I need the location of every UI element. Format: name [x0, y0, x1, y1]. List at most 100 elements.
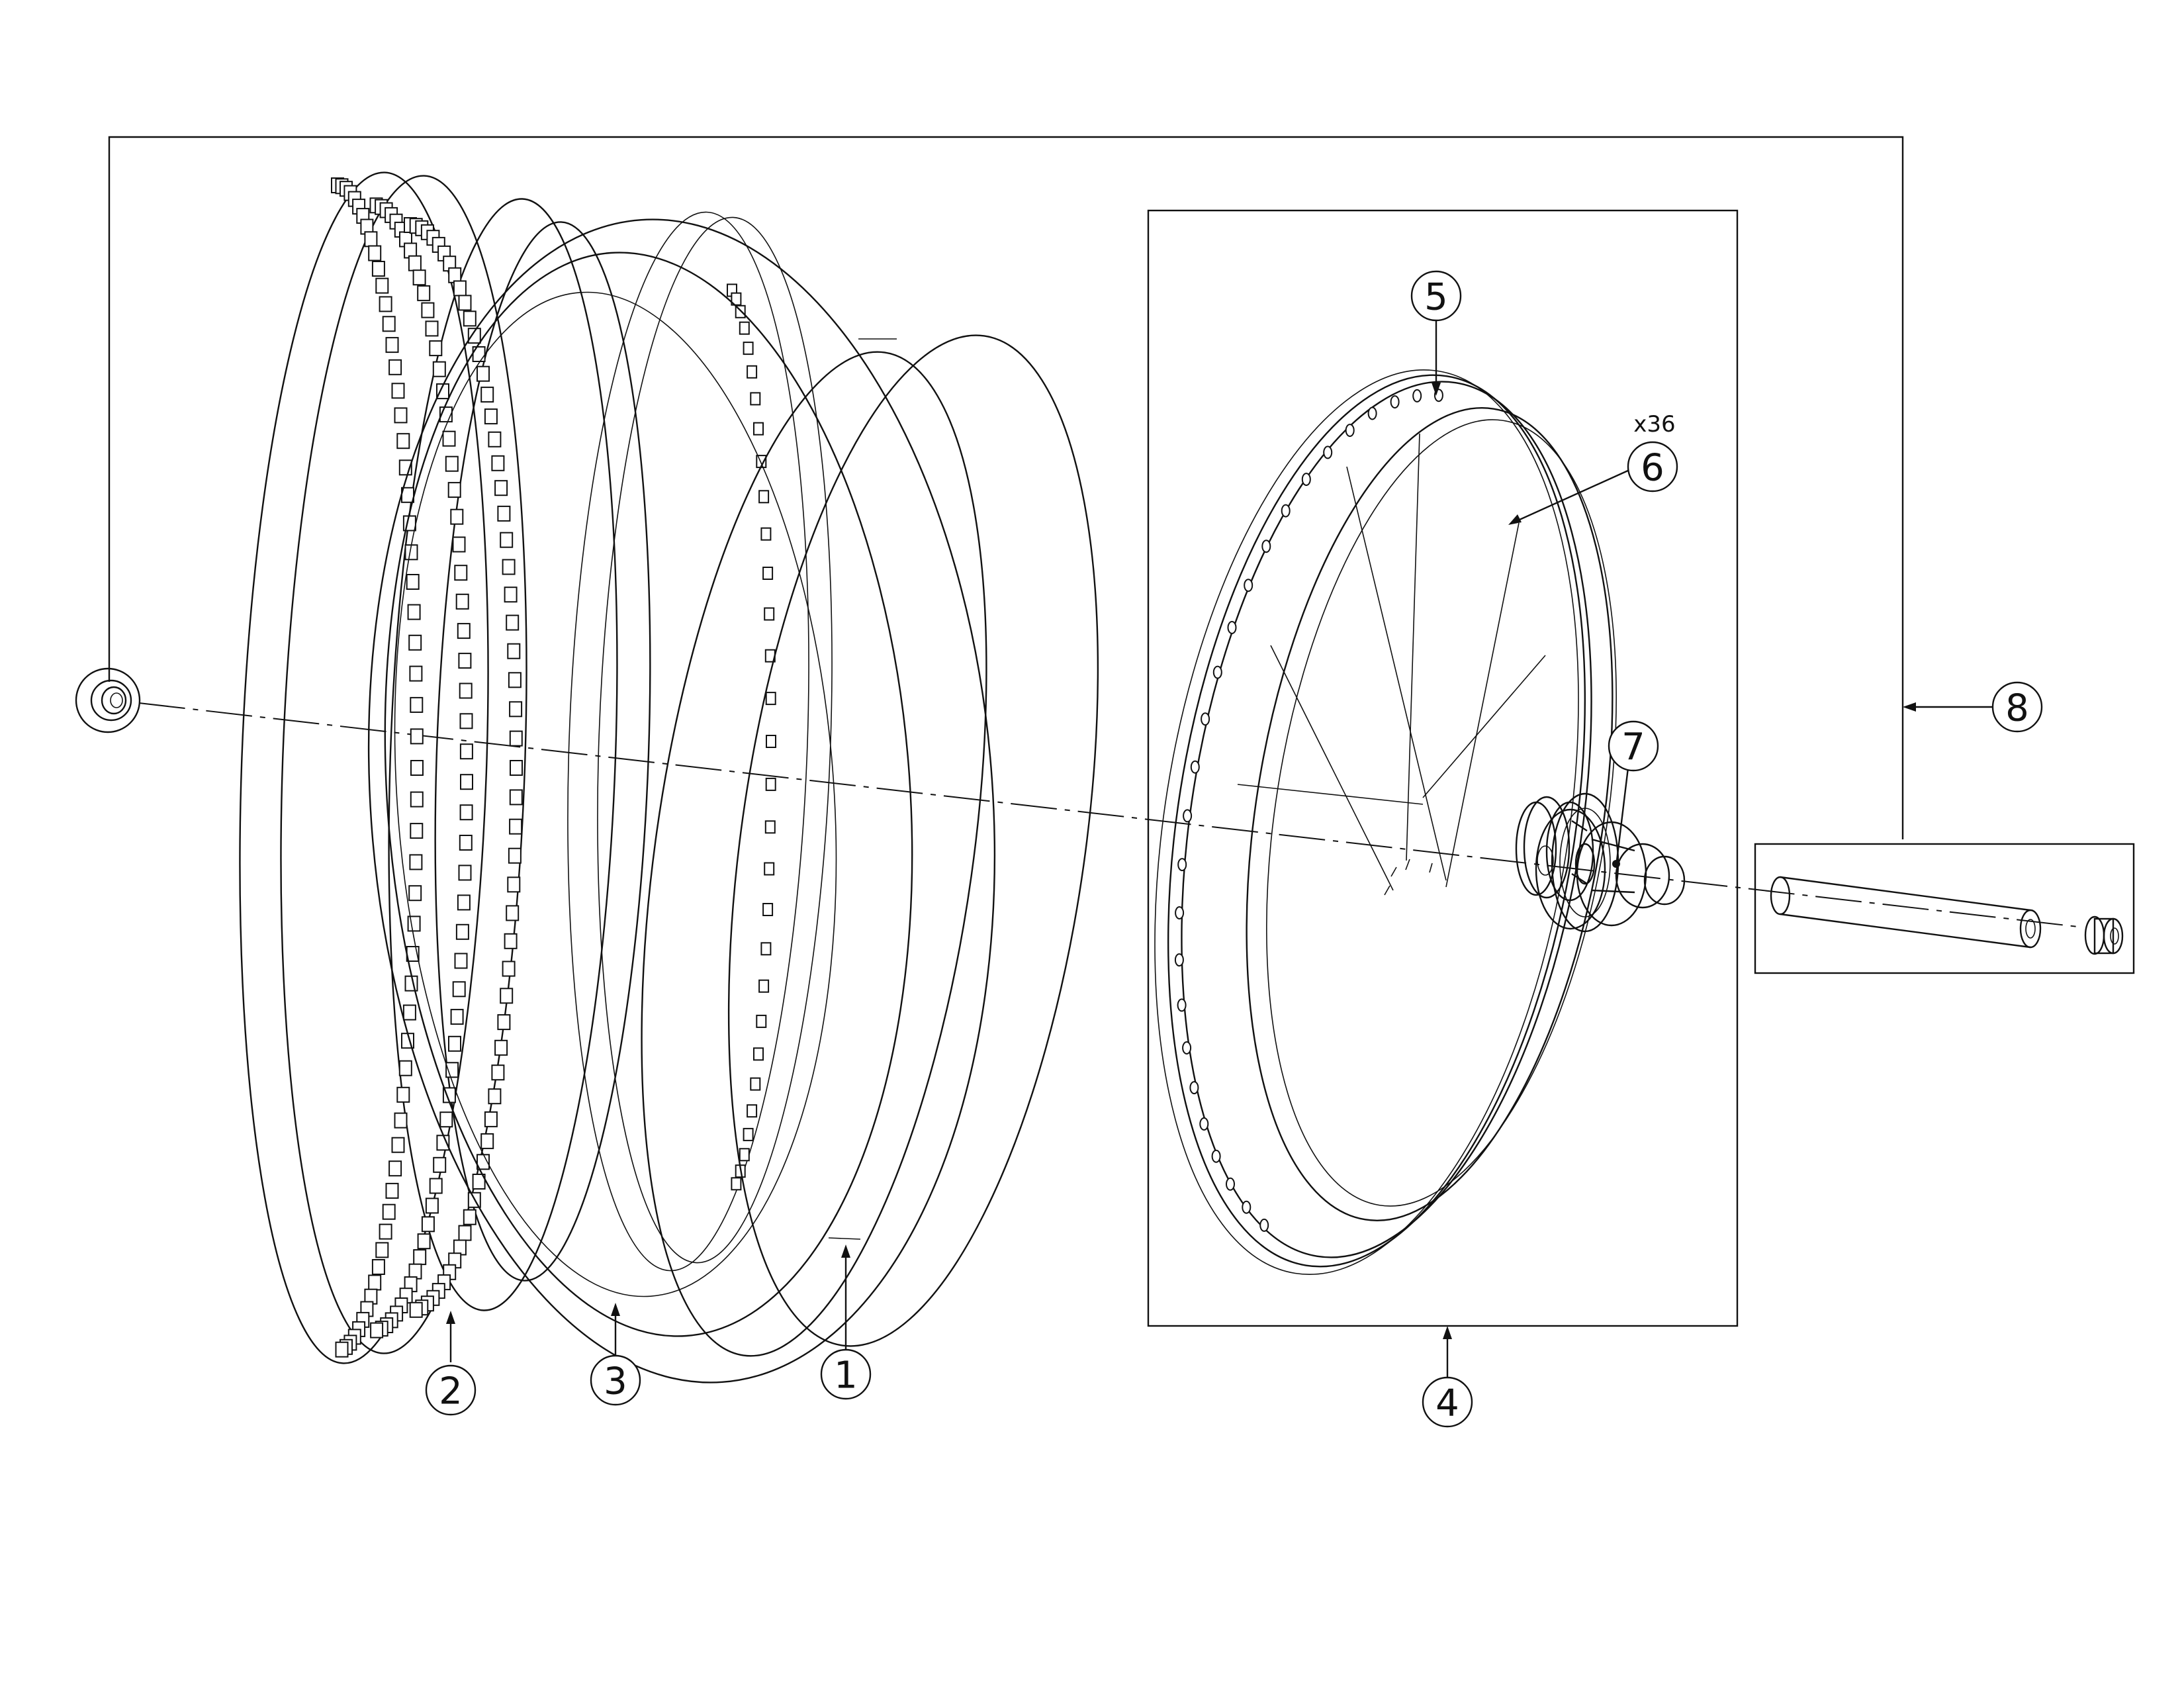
spoke-hole [1301, 473, 1311, 487]
tread-lug [385, 1182, 399, 1199]
tread-lug [450, 1009, 464, 1025]
tread-lug [398, 1060, 412, 1076]
spoke-hole [1174, 953, 1184, 967]
tread-lug [480, 387, 494, 403]
svg-text:8: 8 [2005, 687, 2029, 730]
tread-lug [454, 953, 468, 969]
callout-3: 3 [590, 1354, 641, 1406]
spoke-hole [1345, 424, 1355, 438]
axle-nut-icon [2084, 915, 2124, 955]
tread-lug [450, 508, 464, 525]
tread-lug [407, 604, 421, 620]
tread-lug [454, 565, 468, 581]
assembly-frame-8 [108, 136, 1904, 839]
callout-8: 8 [1991, 681, 2043, 733]
tread-lug [408, 885, 422, 902]
tread-lug [750, 1077, 761, 1091]
tread-lug [408, 634, 422, 651]
tire-tread-lugs [331, 177, 523, 1358]
tread-lug [447, 482, 461, 498]
tread-lug [368, 245, 382, 261]
tread-lug [758, 979, 770, 993]
tread-lug [504, 586, 518, 603]
svg-text:4: 4 [1435, 1382, 1459, 1425]
tread-lug [756, 1014, 767, 1028]
spoke-hole [1199, 1117, 1209, 1131]
tread-lug [500, 988, 514, 1004]
tread-lug [394, 407, 408, 424]
tread-lug [484, 1111, 498, 1127]
tread-lug [753, 422, 764, 436]
tread-lug [409, 665, 423, 682]
wheel-subassembly-frame [1147, 209, 1739, 1327]
tread-lug [409, 1301, 423, 1318]
spoke-hole [1261, 539, 1271, 553]
tread-lug [410, 728, 424, 745]
spoke-hole [1281, 504, 1291, 518]
tread-lug [429, 1178, 443, 1194]
thru-axle-subassembly-frame [1754, 843, 2135, 974]
tread-lug [425, 1197, 439, 1214]
tread-lug [760, 942, 772, 956]
tread-lug [494, 480, 508, 496]
axle-nut-left-icon [75, 667, 141, 733]
tread-lug [453, 280, 467, 297]
tread-lug [467, 328, 481, 344]
tread-lug [455, 923, 469, 940]
spoke-hole [1323, 445, 1333, 459]
tread-lug [370, 1322, 384, 1338]
tread-lug [410, 791, 424, 808]
tread-lug [760, 527, 772, 541]
tread-lug [429, 340, 443, 357]
thru-axle-icon [1770, 876, 2042, 949]
spoke-hole [1367, 406, 1377, 420]
tread-lug [731, 292, 742, 306]
tread-lug [458, 653, 472, 669]
spoke-hole [1212, 665, 1222, 679]
spoke-hole [1177, 998, 1187, 1012]
tread-lug [743, 342, 754, 355]
tread-lug [488, 1088, 502, 1105]
tread-lug [463, 310, 477, 327]
tread-lug [747, 365, 758, 379]
tread-lug [396, 1086, 410, 1103]
tread-lug [488, 431, 502, 447]
tread-lug [502, 961, 516, 977]
tread-lug [391, 383, 405, 399]
tread-lug [484, 408, 498, 425]
tread-lug [509, 818, 523, 835]
tread-lug [502, 559, 516, 575]
tread-lug [504, 933, 518, 949]
spoke-hole [1189, 1081, 1199, 1095]
tread-lug [407, 915, 421, 932]
spoke-hole [1226, 1177, 1235, 1191]
tread-lug [750, 392, 761, 406]
tread-lug [410, 696, 424, 713]
tread-lug [506, 614, 520, 631]
tread-lug [388, 1160, 402, 1177]
tread-lug [364, 231, 378, 248]
tread-lug [417, 285, 431, 301]
tread-lug [375, 277, 389, 294]
tread-lug [459, 713, 473, 729]
tread-lug [368, 1274, 382, 1291]
tread-lug [375, 1242, 389, 1258]
spoke-hole [1242, 1200, 1251, 1214]
leader-lines [446, 321, 1994, 1377]
spoke-hole [1182, 1041, 1192, 1055]
tread-lug [509, 701, 523, 718]
tread-lug [406, 574, 420, 590]
tread-lug [510, 760, 523, 776]
tread-lug [452, 981, 466, 998]
tread-lug [433, 1156, 447, 1173]
tread-lug [472, 1174, 486, 1190]
center-axis-line [138, 702, 2079, 927]
tread-lug [497, 1014, 511, 1031]
tread-lug [507, 876, 521, 893]
tread-lug [739, 1148, 750, 1162]
tread-lug [379, 1223, 392, 1240]
tread-lug [452, 536, 466, 553]
tread-lug [436, 383, 449, 400]
svg-text:2: 2 [439, 1370, 463, 1413]
